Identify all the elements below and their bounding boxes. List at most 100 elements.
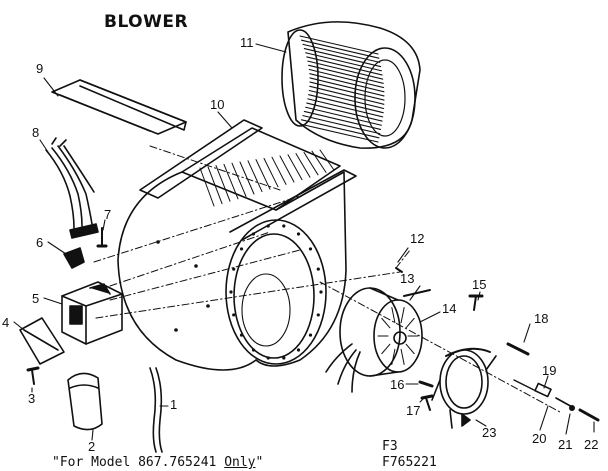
housing-hatch-line xyxy=(303,151,319,176)
control-cover-part xyxy=(19,317,65,365)
inlet-rivet xyxy=(308,247,313,251)
part-label-20: 20 xyxy=(532,431,547,446)
wheel-vane xyxy=(309,77,385,97)
inlet-rivet xyxy=(266,224,270,228)
inlet-rivet xyxy=(266,356,270,360)
housing-hatch-line xyxy=(319,149,335,171)
inlet-rivet xyxy=(316,267,320,271)
motor-fin xyxy=(405,317,415,329)
screw-3-part xyxy=(26,366,40,385)
motor-fin xyxy=(405,343,415,355)
part-label-23: 23 xyxy=(482,425,497,440)
wheel-vane xyxy=(305,52,382,72)
motor-part xyxy=(325,267,431,393)
wiring-harness-part xyxy=(45,137,99,239)
model-note: "For Model 867.765241 Only" xyxy=(52,456,263,469)
screw-7-part xyxy=(96,227,108,248)
housing-hatch-line xyxy=(271,156,287,185)
part-label-11: 11 xyxy=(240,35,254,50)
motor-fin xyxy=(381,343,391,355)
housing-hatch-line xyxy=(279,155,295,183)
wheel-vane xyxy=(299,35,379,55)
part-label-8: 8 xyxy=(32,125,40,140)
inlet-rivet xyxy=(232,313,236,317)
blower-housing-part xyxy=(117,119,357,371)
wheel-vane xyxy=(308,89,385,110)
wheel-vane xyxy=(300,39,380,59)
screw-15-part xyxy=(468,294,484,311)
wheel-vane xyxy=(299,123,379,143)
part-label-9: 9 xyxy=(36,61,44,76)
part-label-5: 5 xyxy=(32,291,40,306)
wheel-vane xyxy=(306,56,383,76)
shaft-hardware-part xyxy=(513,379,600,422)
motor-fin xyxy=(400,348,405,366)
wheel-vane xyxy=(307,98,384,118)
inlet-rivet xyxy=(239,333,244,337)
housing-hatch-line xyxy=(239,161,255,195)
inlet-rivet xyxy=(296,232,301,236)
housing-hatch-line xyxy=(287,154,303,181)
motor-mount-part xyxy=(431,347,497,429)
wheel-vane xyxy=(308,64,384,84)
inlet-rivet xyxy=(232,267,236,271)
wheel-vane xyxy=(303,110,382,130)
motor-fin xyxy=(391,348,396,366)
part-label-22: 22 xyxy=(584,437,599,452)
screw-16-part xyxy=(418,380,434,388)
wheel-vane xyxy=(309,73,385,93)
part-label-16: 16 xyxy=(390,377,405,392)
wheel-vane xyxy=(303,48,382,68)
blower-wheel-part xyxy=(281,21,421,149)
wheel-vane xyxy=(306,102,383,122)
wheel-vane xyxy=(309,85,385,105)
housing-hatch-line xyxy=(263,157,279,188)
wheel-vane xyxy=(300,119,380,139)
wheel-vane xyxy=(308,68,385,89)
part-label-13: 13 xyxy=(400,271,415,286)
inlet-rivet xyxy=(229,290,233,294)
housing-hatch-line xyxy=(295,153,311,178)
inlet-rivet xyxy=(296,348,301,352)
part-label-3: 3 xyxy=(28,391,36,406)
wheel-vane xyxy=(307,60,384,80)
housing-hatch-line xyxy=(207,166,223,205)
part-label-19: 19 xyxy=(542,363,557,378)
inlet-rivet xyxy=(251,348,256,352)
housing-hatch-line xyxy=(311,150,327,173)
part-label-1: 1 xyxy=(170,397,178,412)
housing-hatch-line xyxy=(215,165,231,202)
motor-fin xyxy=(400,306,405,324)
inlet-rivet xyxy=(282,356,286,360)
part-label-12: 12 xyxy=(410,231,425,246)
strap-part xyxy=(149,367,163,453)
cover-plate-part xyxy=(51,79,187,135)
inlet-rivet xyxy=(316,313,320,317)
diagram-title: BLOWER xyxy=(104,12,189,32)
model-note-only: Only xyxy=(224,455,256,470)
capacitor-part xyxy=(67,372,103,431)
wheel-vane xyxy=(305,106,382,126)
assembly-center-lines xyxy=(93,145,561,413)
housing-hatch-line xyxy=(255,159,271,190)
part-label-6: 6 xyxy=(36,235,44,250)
inlet-rivet xyxy=(239,247,244,251)
part-label-21: 21 xyxy=(558,437,573,452)
wheel-vane xyxy=(302,115,381,135)
inlet-rivet xyxy=(282,224,286,228)
leader-lines xyxy=(13,43,595,441)
control-box-part xyxy=(61,281,123,345)
drawing-number: F765221 xyxy=(382,455,437,470)
model-note-close: " xyxy=(255,455,264,470)
model-note-text: "For Model 867.765241 xyxy=(52,455,225,470)
wheel-vane xyxy=(309,81,385,101)
wheel-vane xyxy=(308,94,384,114)
part-label-15: 15 xyxy=(472,277,487,292)
housing-hatch-line xyxy=(247,160,263,193)
inlet-rivet xyxy=(308,333,313,337)
part-label-17: 17 xyxy=(406,403,421,418)
housing-hatch-line xyxy=(223,163,239,200)
part-label-7: 7 xyxy=(104,207,112,222)
